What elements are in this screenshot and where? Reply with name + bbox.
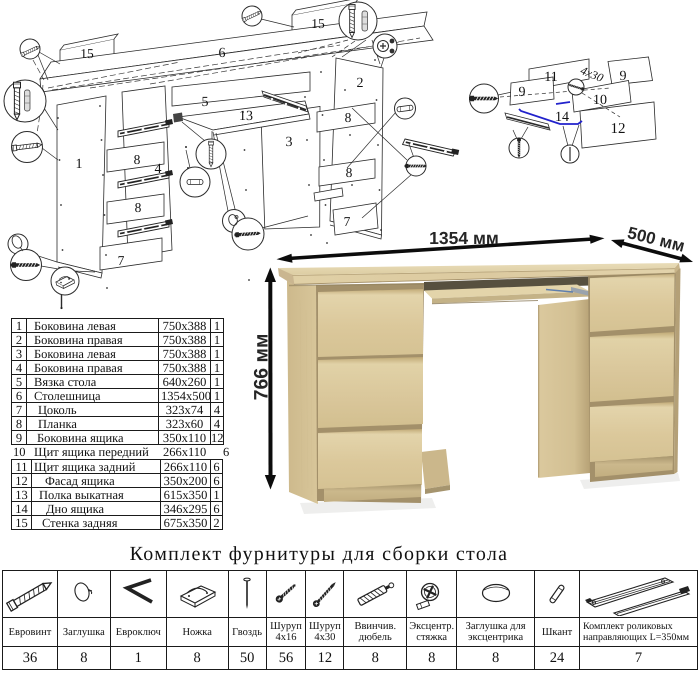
svg-text:4х30: 4х30 — [579, 63, 606, 85]
svg-text:766 мм: 766 мм — [251, 334, 273, 401]
svg-text:9: 9 — [519, 85, 526, 100]
svg-text:7: 7 — [344, 214, 351, 229]
svg-text:3: 3 — [286, 135, 293, 150]
svg-text:8: 8 — [346, 165, 353, 180]
svg-text:8: 8 — [345, 110, 352, 125]
svg-text:15: 15 — [311, 16, 325, 31]
svg-text:7: 7 — [118, 253, 125, 268]
svg-text:8: 8 — [135, 200, 142, 215]
svg-text:8: 8 — [134, 152, 141, 167]
svg-text:11: 11 — [544, 70, 557, 85]
svg-text:9: 9 — [620, 69, 627, 84]
svg-text:2: 2 — [357, 76, 364, 91]
svg-text:15: 15 — [80, 46, 94, 61]
svg-text:4: 4 — [155, 162, 162, 177]
svg-text:5: 5 — [202, 95, 209, 110]
svg-text:14: 14 — [555, 110, 569, 125]
svg-text:13: 13 — [239, 109, 253, 124]
svg-text:1354 мм: 1354 мм — [429, 228, 499, 248]
svg-text:12: 12 — [611, 121, 626, 137]
svg-text:6: 6 — [219, 46, 226, 61]
svg-text:1: 1 — [76, 157, 83, 172]
svg-text:10: 10 — [593, 93, 607, 108]
